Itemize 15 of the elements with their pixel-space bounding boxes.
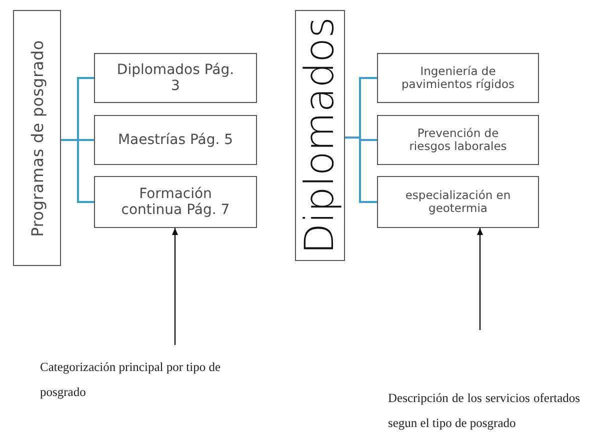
leader-arrow <box>172 228 178 345</box>
title-box <box>13 10 61 266</box>
annotation-text: Categorización principal por tipo de posgrado <box>40 359 222 401</box>
annotation-text: Descripción de los servicios ofertados segun el tipo de posgrado <box>388 390 580 432</box>
category-box: Maestrías Pág. 5 <box>94 115 257 165</box>
category-box: Formación continua Pág. 7 <box>94 176 257 228</box>
leader-arrow <box>477 228 483 330</box>
category-box: Ingeniería de pavimientos rígidos <box>377 53 539 103</box>
connector-line <box>345 136 377 203</box>
connector-line <box>61 139 94 203</box>
category-box: Prevención de riesgos laborales <box>377 115 539 165</box>
category-box: especialización en geotermia <box>377 176 539 228</box>
vertical-title: Diplomados <box>297 16 343 254</box>
category-box: Diplomados Pág. 3 <box>94 53 257 103</box>
vertical-title: Programas de posgrado <box>28 40 46 236</box>
